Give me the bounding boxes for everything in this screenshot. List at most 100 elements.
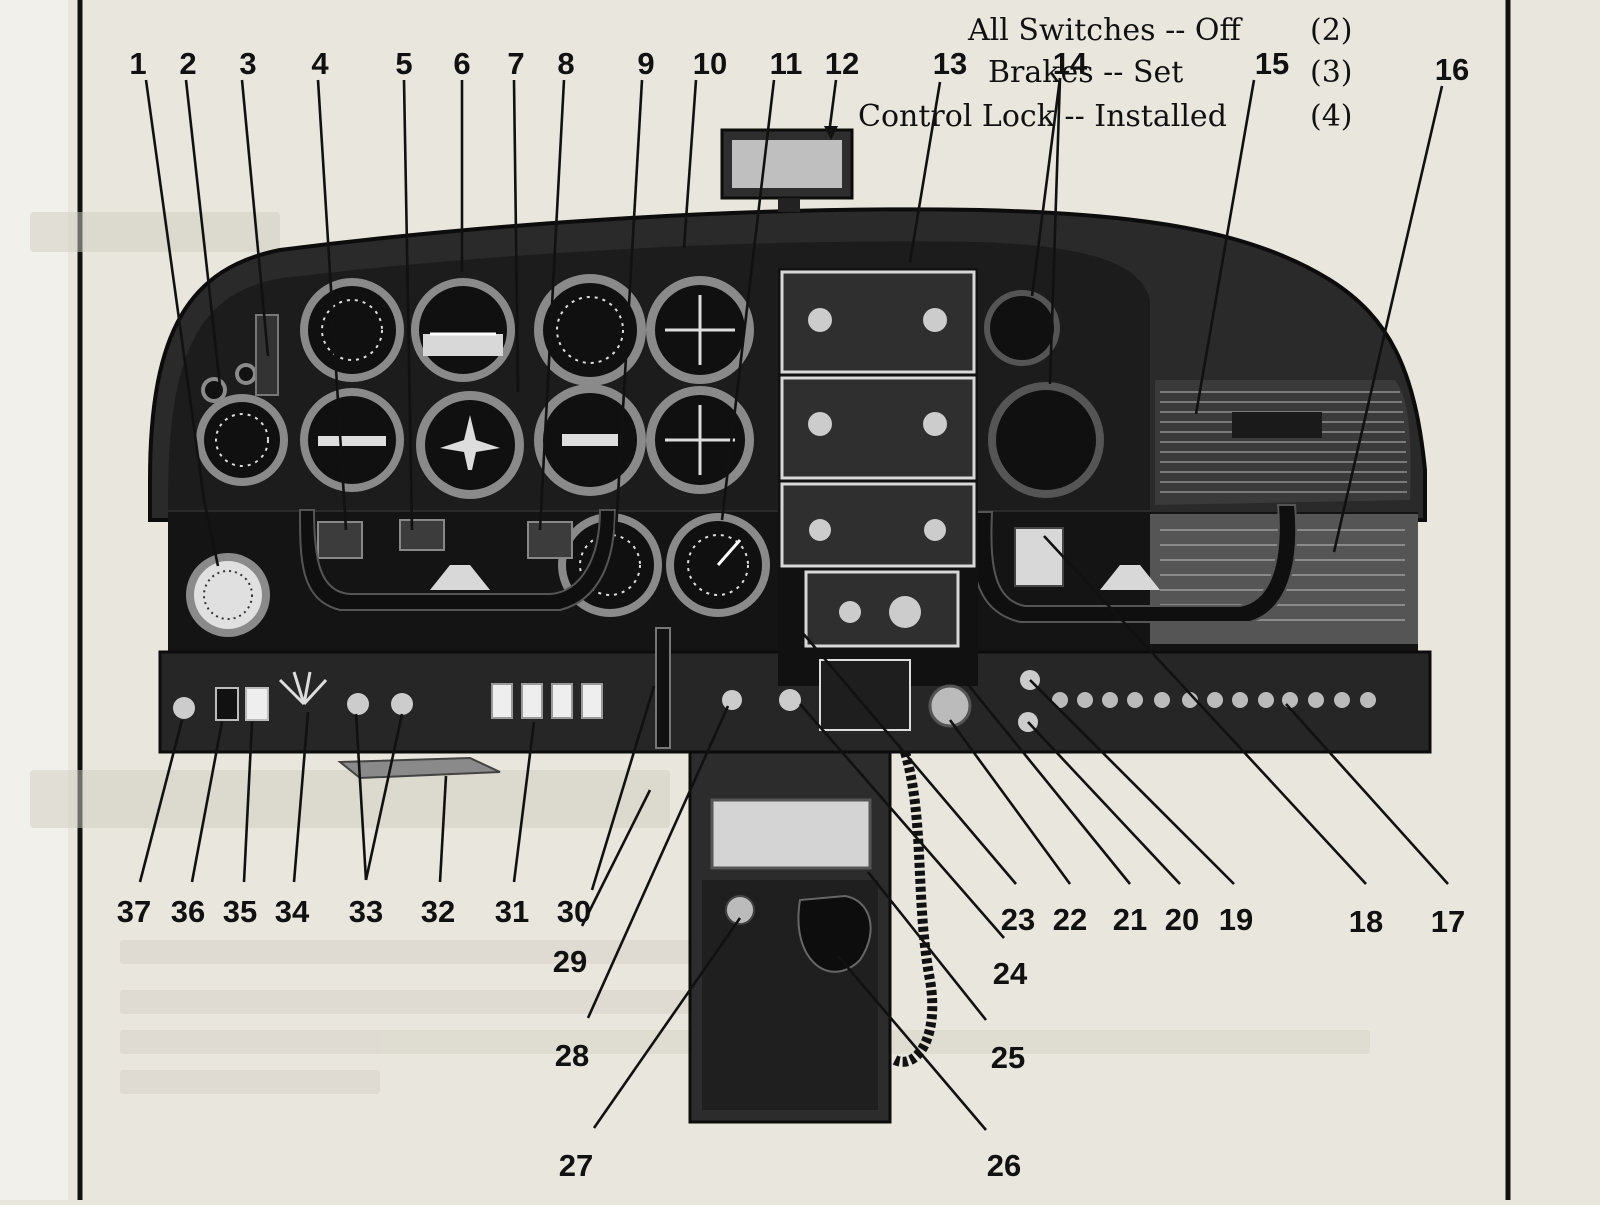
- leader-14a: [1030, 77, 1062, 297]
- background-line-2: (3) Brakes -- Set: [988, 55, 1353, 90]
- leader-16: [1332, 85, 1444, 553]
- background-line-3-num: (4): [1310, 99, 1353, 134]
- compass-mount: [778, 198, 800, 212]
- leader-34: [292, 711, 310, 883]
- callout-14: 14: [1053, 46, 1088, 81]
- leader-4: [316, 79, 348, 531]
- background-line-3: (4) Control Lock -- Installed: [858, 99, 1353, 134]
- callout-13: 13: [933, 46, 967, 81]
- leader-31: [512, 721, 536, 883]
- background-line-2-text: Brakes -- Set: [988, 55, 1183, 90]
- bleed-through-text: [30, 212, 1370, 1094]
- gauge-attitude: [411, 278, 515, 382]
- leader-26: [837, 955, 987, 1131]
- primer-fan: [278, 671, 328, 706]
- callout-labels: 1 2 3 4 5 6 7 8 9 10 11 12 13 14 15 16 1…: [117, 46, 1469, 1183]
- gauge-tachometer: [666, 513, 770, 617]
- callout-2: 2: [179, 46, 196, 81]
- callout-16: 16: [1435, 52, 1469, 87]
- microphone-cord: [892, 750, 938, 1067]
- callout-7: 7: [507, 46, 524, 81]
- leader-25: [866, 871, 988, 1021]
- callout-23: 23: [1001, 902, 1035, 937]
- radio-unit-4: [804, 570, 960, 648]
- callout-19: 19: [1219, 902, 1253, 937]
- leader-17: [1285, 703, 1449, 885]
- gauge-directional-gyro: [416, 391, 524, 499]
- pedestal-knob: [725, 895, 755, 925]
- leader-19: [1029, 679, 1235, 885]
- background-line-3-text: Control Lock -- Installed: [858, 99, 1227, 134]
- leader-21: [938, 649, 1132, 885]
- background-line-1-num: (2): [1310, 13, 1353, 48]
- callout-21: 21: [1113, 902, 1147, 937]
- panel-illustration: [148, 128, 1432, 1124]
- leader-29: [580, 789, 652, 927]
- gauge-clock: [186, 553, 270, 637]
- left-margin-strip: [0, 0, 68, 1200]
- radio-unit-2: [780, 376, 976, 480]
- leader-15: [1194, 79, 1256, 415]
- engine-gauges-row: [317, 519, 573, 559]
- gauge-vertical-speed: [534, 384, 646, 496]
- leader-27: [592, 917, 742, 1129]
- callout-37: 37: [117, 894, 151, 929]
- callout-1: 1: [129, 46, 146, 81]
- leader-3: [240, 79, 270, 357]
- microphone: [797, 894, 872, 973]
- leader-18: [1043, 535, 1367, 885]
- leader-30: [590, 685, 656, 891]
- pilot-control-wheel: [298, 509, 617, 611]
- callout-12: 12: [825, 46, 859, 81]
- leader-11: [720, 79, 776, 521]
- leader-33a: [354, 713, 368, 881]
- callout-15: 15: [1255, 46, 1289, 81]
- leader-28: [586, 705, 730, 1019]
- callout-35: 35: [223, 894, 257, 929]
- glove-box-latch: [1232, 412, 1322, 438]
- callout-24: 24: [993, 956, 1028, 991]
- callout-30: 30: [557, 894, 591, 929]
- leader-37: [138, 719, 184, 883]
- callout-5: 5: [395, 46, 412, 81]
- arrow-12: [824, 126, 838, 140]
- radio-unit-1: [780, 270, 976, 374]
- leader-36: [190, 721, 224, 883]
- callout-26: 26: [987, 1148, 1021, 1183]
- callout-36: 36: [171, 894, 205, 929]
- gauge-turn-coordinator: [300, 388, 404, 492]
- callout-10: 10: [693, 46, 727, 81]
- callout-32: 32: [421, 894, 455, 929]
- callout-29: 29: [553, 944, 587, 979]
- callout-17: 17: [1431, 904, 1465, 939]
- copilot-control-wheel: [971, 504, 1298, 623]
- wheel-hubs: [430, 527, 1160, 590]
- callout-8: 8: [557, 46, 574, 81]
- background-line-2-num: (3): [1310, 55, 1353, 90]
- gauge-right-large: [988, 382, 1104, 498]
- leader-7: [512, 79, 520, 393]
- leader-12: [828, 79, 838, 127]
- leader-13: [908, 81, 942, 263]
- leader-35: [242, 721, 254, 883]
- background-text-block: (2) All Switches -- Off (3) Brakes -- Se…: [858, 13, 1353, 134]
- pedestal-display: [710, 798, 872, 870]
- callout-4: 4: [311, 46, 329, 81]
- gauge-vor-2: [646, 386, 754, 494]
- leader-2: [184, 79, 222, 387]
- leader-5: [402, 79, 414, 531]
- leader-14b: [1048, 77, 1062, 385]
- callout-31: 31: [495, 894, 529, 929]
- fuel-selector-handle: [337, 756, 501, 780]
- callout-33: 33: [349, 894, 383, 929]
- callout-27: 27: [559, 1148, 593, 1183]
- leader-1: [144, 79, 220, 567]
- leader-9: [614, 79, 644, 531]
- leader-lines: [138, 77, 1449, 1131]
- callout-3: 3: [239, 46, 256, 81]
- gauge-altimeter: [534, 274, 646, 386]
- gauge-airspeed: [300, 278, 404, 382]
- circuit-breaker-row: [1052, 692, 1376, 708]
- gauge-right-small: [984, 290, 1060, 366]
